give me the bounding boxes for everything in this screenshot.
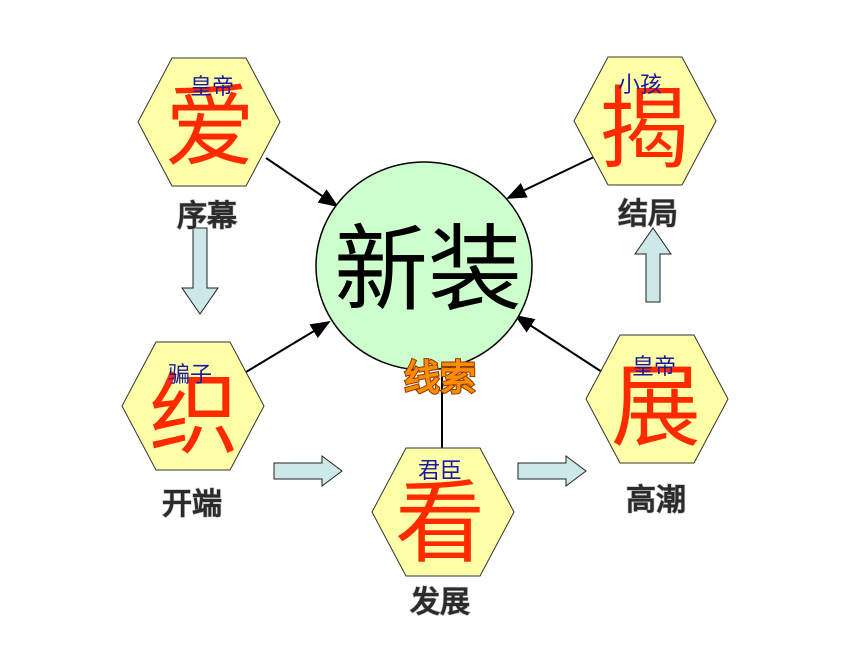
node-show: 展 皇帝 高潮 <box>585 334 729 519</box>
node-role-show: 皇帝 <box>632 355 676 380</box>
node-see: 看 君臣 发展 <box>371 447 515 621</box>
hexagon-weave <box>121 341 265 471</box>
center-circle <box>315 161 533 371</box>
flow-arrow-up <box>634 227 672 303</box>
hexagon-love <box>137 57 281 187</box>
connector-love-to-center <box>265 157 339 208</box>
center-title: 新装 <box>334 216 522 325</box>
node-role-love: 皇帝 <box>190 75 234 100</box>
clue-label: 线索 <box>404 358 476 399</box>
node-stage-see: 发展 <box>409 585 470 620</box>
node-char-reveal: 揭 <box>599 77 689 182</box>
node-stage-weave: 开端 <box>162 487 222 522</box>
hexagon-reveal <box>573 56 717 186</box>
node-stage-show: 高潮 <box>626 483 686 518</box>
connector-weave-to-center <box>245 320 331 373</box>
node-weave: 织 骗子 开端 <box>121 341 265 523</box>
connector-show-to-center <box>514 314 603 373</box>
node-role-weave: 骗子 <box>168 363 212 388</box>
node-role-see: 君臣 <box>418 459 462 484</box>
flow-arrow-right-1 <box>273 455 343 487</box>
node-char-love: 爱 <box>165 75 255 180</box>
node-char-weave: 织 <box>149 363 239 468</box>
node-char-show: 展 <box>611 355 701 460</box>
node-char-see: 看 <box>395 471 485 576</box>
node-reveal: 揭 小孩 结局 <box>573 56 717 233</box>
hexagon-show <box>585 334 729 464</box>
node-stage-love: 序幕 <box>177 199 238 234</box>
connector-reveal-to-center <box>506 155 597 199</box>
node-love: 爱 皇帝 序幕 <box>137 57 281 235</box>
flow-arrow-right-2 <box>517 455 587 487</box>
hexagon-see <box>371 447 515 577</box>
node-stage-reveal: 结局 <box>618 197 678 232</box>
flow-arrow-down <box>181 227 219 315</box>
node-role-reveal: 小孩 <box>618 73 662 98</box>
